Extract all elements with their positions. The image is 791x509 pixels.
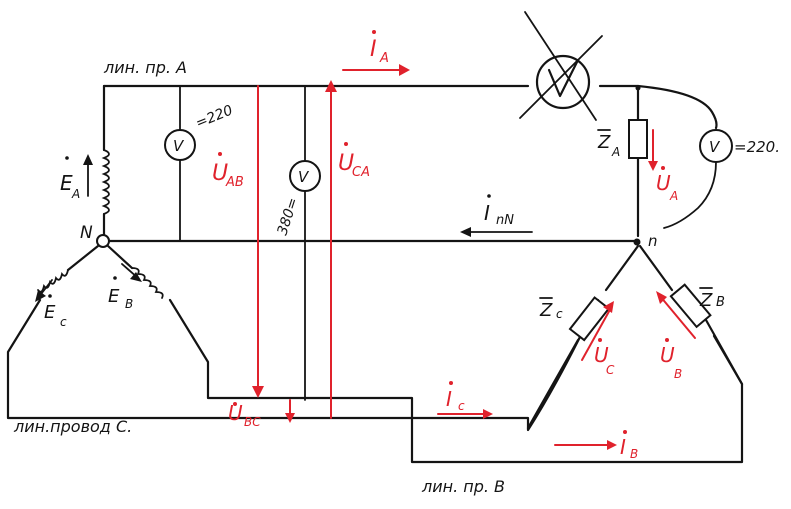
emf-ea: E xyxy=(60,171,73,195)
emf-ea-sub: A xyxy=(71,187,80,201)
v2-reading: 380= xyxy=(275,196,302,238)
load-neutral-label: n xyxy=(648,232,658,250)
impedance-za-sub: A xyxy=(611,145,620,159)
voltage-uca-dot xyxy=(344,142,348,146)
impedance-za xyxy=(628,119,648,159)
impedance-za-label: Z xyxy=(597,132,611,153)
current-ic: I xyxy=(446,387,452,411)
emf-eb: E xyxy=(108,286,120,307)
emf-ec-dot xyxy=(48,294,52,298)
line-a-label: лин. пр. А xyxy=(103,58,187,77)
emf-eb-sub: B xyxy=(125,297,133,311)
voltage-uab: U xyxy=(212,161,228,186)
voltage-ua-dot xyxy=(661,166,665,170)
v3-reading: =220. xyxy=(734,138,780,156)
voltage-uca-sub: CA xyxy=(352,165,370,180)
voltage-ubc-sub: BC xyxy=(244,415,261,429)
current-ic-dot xyxy=(449,381,453,385)
voltage-ub-sub: B xyxy=(674,367,682,381)
emf-ea-dot xyxy=(65,156,69,160)
load-star xyxy=(526,244,744,430)
voltage-ubc: U xyxy=(228,401,243,425)
crossed-meter xyxy=(519,11,603,121)
line-b-label: лин. пр. В xyxy=(421,477,505,496)
voltage-uab-dot xyxy=(218,152,222,156)
current-ib-sub: B xyxy=(630,447,638,461)
emf-ec: E xyxy=(44,302,56,323)
load-a-junction xyxy=(635,85,641,91)
voltage-ua-sub: A xyxy=(669,189,678,203)
current-ic-sub: c xyxy=(458,399,465,413)
svg-text:V: V xyxy=(709,138,721,156)
source-neutral-label: N xyxy=(80,223,93,243)
voltage-ub-dot xyxy=(665,338,669,342)
voltage-uab-sub: AB xyxy=(225,175,244,190)
current-ib: I xyxy=(620,435,626,459)
current-ia: I xyxy=(370,37,377,62)
line-a-wire xyxy=(102,84,718,130)
voltage-uc-sub: C xyxy=(606,363,615,377)
coil-a xyxy=(101,149,110,215)
svg-text:V: V xyxy=(298,168,310,186)
impedance-zb-sub: B xyxy=(716,295,725,310)
annotation-arrows xyxy=(252,64,696,450)
emf-ec-sub: c xyxy=(60,315,67,329)
voltmeter-v3: V xyxy=(699,129,733,163)
impedance-zc xyxy=(568,296,611,342)
current-ia-dot xyxy=(372,30,376,34)
current-inn: I xyxy=(484,201,490,225)
current-inn-sub: nN xyxy=(496,213,514,228)
emf-eb-dot xyxy=(113,276,117,280)
voltage-uc-dot xyxy=(598,338,602,342)
coil-b xyxy=(131,267,164,299)
load-neutral-node xyxy=(633,238,641,246)
impedance-zc-label: Z xyxy=(539,300,553,321)
voltmeter-v1: V xyxy=(164,129,196,161)
voltmeter-v2: V xyxy=(289,160,321,192)
source-star xyxy=(6,244,744,464)
voltage-ua: U xyxy=(656,171,671,195)
current-inn-dot xyxy=(487,194,491,198)
impedance-zc-sub: c xyxy=(556,307,563,321)
svg-text:V: V xyxy=(173,137,185,155)
voltage-ubc-dot xyxy=(233,402,237,406)
voltage-uca: U xyxy=(338,151,354,176)
coil-c xyxy=(37,269,69,293)
v1-reading: =220 xyxy=(194,102,236,131)
voltage-ub: U xyxy=(660,343,675,367)
v3-lower-lead xyxy=(663,161,717,229)
black-arrows xyxy=(35,154,533,302)
source-neutral-node xyxy=(96,234,110,248)
voltage-uc: U xyxy=(594,343,609,367)
impedance-zb xyxy=(669,283,712,329)
current-ia-sub: A xyxy=(379,51,389,66)
impedance-zb-label: Z xyxy=(699,290,713,311)
current-ib-dot xyxy=(623,430,627,434)
line-c-label: лин.провод С. xyxy=(13,417,132,436)
